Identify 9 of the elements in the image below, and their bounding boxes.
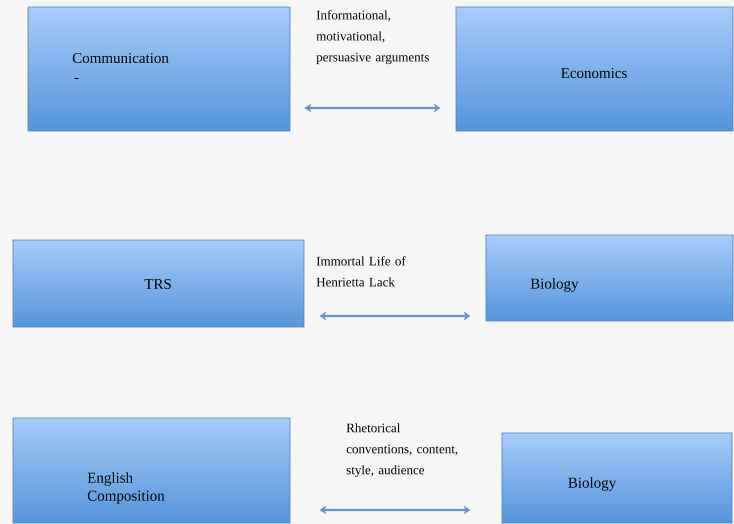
- edge-label: Immortal Life of Henrietta Lack: [316, 256, 406, 286]
- process-box: Communication -: [28, 6, 290, 132]
- process-box: TRS: [12, 240, 304, 328]
- process-box: Biology: [502, 432, 732, 524]
- process-box: Biology: [486, 234, 734, 322]
- edge-label: Rhetorical conventions, content, style, audience: [346, 423, 458, 478]
- edge-label: Informational, motivational, persuasive arguments: [316, 10, 429, 64]
- process-box: English Composition: [12, 418, 290, 524]
- process-box: Economics: [456, 6, 734, 132]
